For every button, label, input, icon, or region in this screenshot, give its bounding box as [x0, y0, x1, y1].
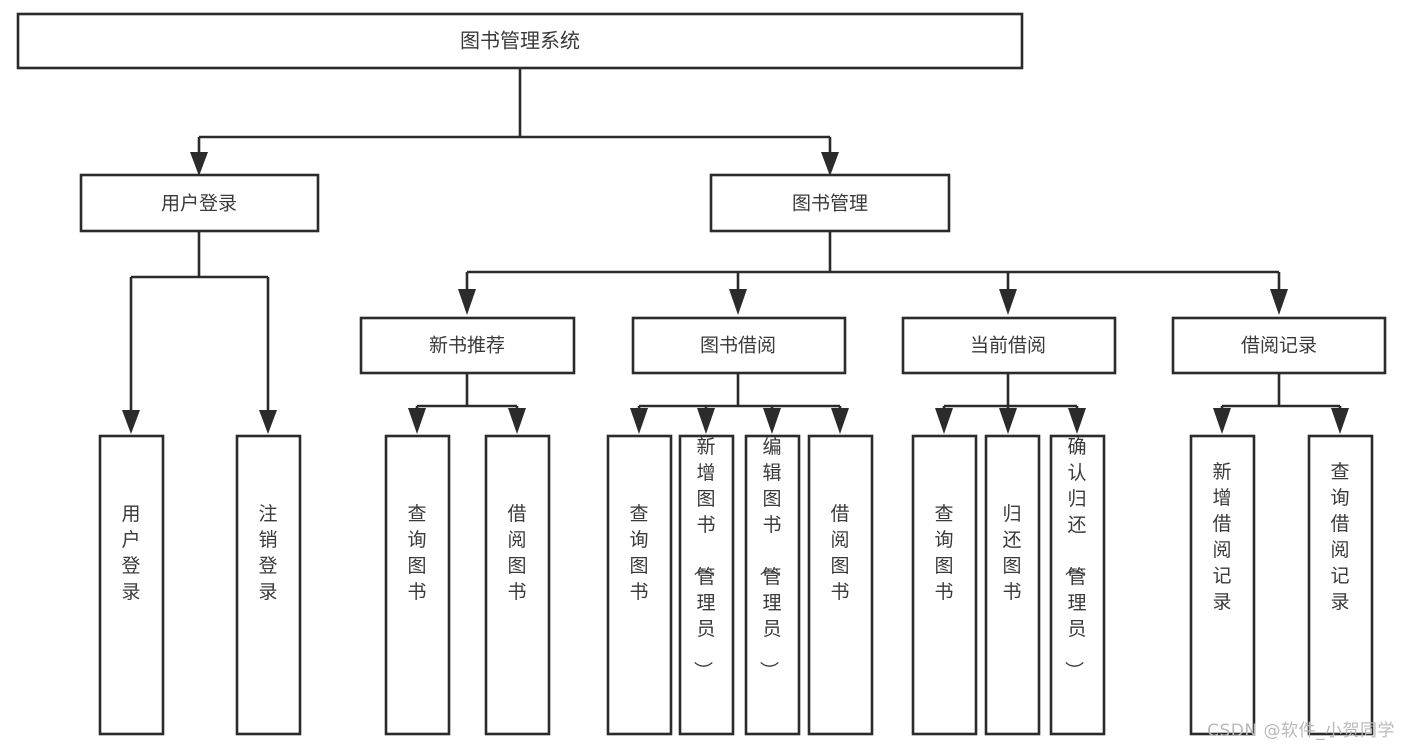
- node-leaf-borrow-book-1-label: 借阅图书: [507, 503, 526, 603]
- node-leaf-return-book[interactable]: 归还图书: [984, 434, 1041, 736]
- node-current-borrow-label: 当前借阅: [970, 335, 1046, 357]
- node-leaf-logout-label: 注销登录: [258, 503, 277, 603]
- node-book-manage-box[interactable]: [709, 173, 951, 233]
- node-leaf-logout[interactable]: 注销登录: [235, 434, 302, 736]
- node-leaf-query-book-1-label: 查询图书: [407, 503, 426, 603]
- node-leaf-add-book[interactable]: 新增图书（管理员）: [678, 434, 735, 736]
- arrow-to-leaf-return-book: [999, 408, 1017, 434]
- node-leaf-add-book-box[interactable]: [678, 434, 735, 736]
- arrow-to-leaf-borrow-book-2: [831, 408, 849, 434]
- node-leaf-borrow-book-2-label: 借阅图书: [830, 503, 849, 603]
- node-root-label: 图书管理系统: [460, 29, 580, 53]
- node-user-login[interactable]: 用户登录: [79, 173, 320, 233]
- node-book-borrow[interactable]: 图书借阅: [631, 316, 847, 375]
- node-leaf-add-record[interactable]: 新增借阅记录: [1189, 434, 1256, 736]
- connector-current-borrow-bus: [942, 373, 1079, 412]
- arrow-to-borrow-record: [1270, 289, 1288, 315]
- arrow-to-leaf-logout: [259, 410, 277, 434]
- connector-borrow-record-bus: [1220, 373, 1342, 412]
- arrow-to-book-manage: [821, 152, 839, 176]
- arrow-to-leaf-query-book-3: [935, 408, 953, 434]
- csdn-watermark: CSDN @软件_小贺同学: [1207, 721, 1395, 741]
- arrow-to-user-login: [190, 152, 208, 176]
- node-borrow-record-box[interactable]: [1171, 316, 1387, 375]
- arrow-to-leaf-add-record: [1213, 408, 1231, 434]
- node-book-manage-label: 图书管理: [792, 193, 868, 215]
- node-leaf-query-book-2-box[interactable]: [606, 434, 673, 736]
- arrow-to-leaf-query-record: [1331, 408, 1349, 434]
- node-borrow-record[interactable]: 借阅记录: [1171, 316, 1387, 375]
- node-new-book-rec[interactable]: 新书推荐: [359, 316, 576, 375]
- node-leaf-query-record-box[interactable]: [1307, 434, 1374, 736]
- node-current-borrow[interactable]: 当前借阅: [901, 316, 1117, 375]
- node-leaf-confirm-return-label: 确认归还（管理员）: [1062, 436, 1086, 680]
- node-leaf-query-book-2-label: 查询图书: [629, 503, 648, 603]
- arrow-to-leaf-query-book-2: [630, 408, 648, 434]
- arrow-to-leaf-confirm-return: [1068, 408, 1086, 434]
- node-user-login-box[interactable]: [79, 173, 320, 233]
- node-leaf-confirm-return-box[interactable]: [1049, 434, 1106, 736]
- node-leaf-query-book-2[interactable]: 查询图书: [606, 434, 673, 736]
- node-book-borrow-label: 图书借阅: [700, 335, 776, 357]
- node-leaf-confirm-return[interactable]: 确认归还（管理员）: [1049, 434, 1106, 736]
- node-leaf-query-book-1[interactable]: 查询图书: [384, 434, 451, 736]
- node-leaf-user-login[interactable]: 用户登录: [98, 434, 165, 736]
- node-leaf-edit-book-label: 编辑图书（管理员）: [757, 436, 781, 680]
- arrow-to-current-borrow: [999, 289, 1017, 315]
- node-book-manage[interactable]: 图书管理: [709, 173, 951, 233]
- node-leaf-add-book-label: 新增图书（管理员）: [691, 436, 715, 680]
- node-leaf-query-book-1-box[interactable]: [384, 434, 451, 736]
- node-leaf-query-book-3-label: 查询图书: [934, 503, 953, 603]
- node-root-box[interactable]: [16, 12, 1024, 70]
- node-leaf-return-book-label: 归还图书: [1002, 503, 1021, 603]
- node-leaf-add-record-box[interactable]: [1189, 434, 1256, 736]
- connector-book-borrow-bus: [637, 373, 842, 412]
- node-leaf-user-login-label: 用户登录: [121, 503, 140, 603]
- arrow-to-leaf-edit-book: [763, 408, 781, 434]
- node-leaf-query-record-label: 查询借阅记录: [1330, 461, 1349, 613]
- arrow-to-leaf-borrow-book-1: [508, 408, 526, 434]
- connector-book-manage-bus: [465, 231, 1281, 289]
- node-leaf-user-login-box[interactable]: [98, 434, 165, 736]
- arrow-to-leaf-query-book-1: [408, 408, 426, 434]
- node-new-book-rec-box[interactable]: [359, 316, 576, 375]
- node-root[interactable]: 图书管理系统: [16, 12, 1024, 70]
- node-leaf-query-book-3-box[interactable]: [911, 434, 978, 736]
- connector-root-bus: [197, 68, 832, 152]
- arrow-to-new-book-rec: [458, 289, 476, 315]
- node-leaf-borrow-book-2-box[interactable]: [807, 434, 874, 736]
- arrow-to-leaf-add-book: [697, 408, 715, 434]
- node-leaf-edit-book[interactable]: 编辑图书（管理员）: [744, 434, 801, 736]
- node-user-login-label: 用户登录: [161, 193, 237, 215]
- node-leaf-query-book-3[interactable]: 查询图书: [911, 434, 978, 736]
- node-leaf-add-record-label: 新增借阅记录: [1212, 461, 1231, 613]
- connector-new-book-rec-bus: [415, 373, 519, 412]
- arrow-to-book-borrow: [729, 289, 747, 315]
- node-leaf-query-record[interactable]: 查询借阅记录: [1307, 434, 1374, 736]
- node-leaf-edit-book-box[interactable]: [744, 434, 801, 736]
- connector-layer: [122, 68, 1349, 434]
- node-leaf-borrow-book-1[interactable]: 借阅图书: [484, 434, 551, 736]
- node-leaf-borrow-book-2[interactable]: 借阅图书: [807, 434, 874, 736]
- node-leaf-borrow-book-1-box[interactable]: [484, 434, 551, 736]
- node-new-book-rec-label: 新书推荐: [429, 335, 505, 357]
- node-current-borrow-box[interactable]: [901, 316, 1117, 375]
- node-borrow-record-label: 借阅记录: [1241, 335, 1317, 357]
- node-book-borrow-box[interactable]: [631, 316, 847, 375]
- connector-user-login-bus: [129, 231, 270, 410]
- node-leaf-logout-box[interactable]: [235, 434, 302, 736]
- arrow-to-leaf-user-login: [122, 410, 140, 434]
- node-leaf-return-book-box[interactable]: [984, 434, 1041, 736]
